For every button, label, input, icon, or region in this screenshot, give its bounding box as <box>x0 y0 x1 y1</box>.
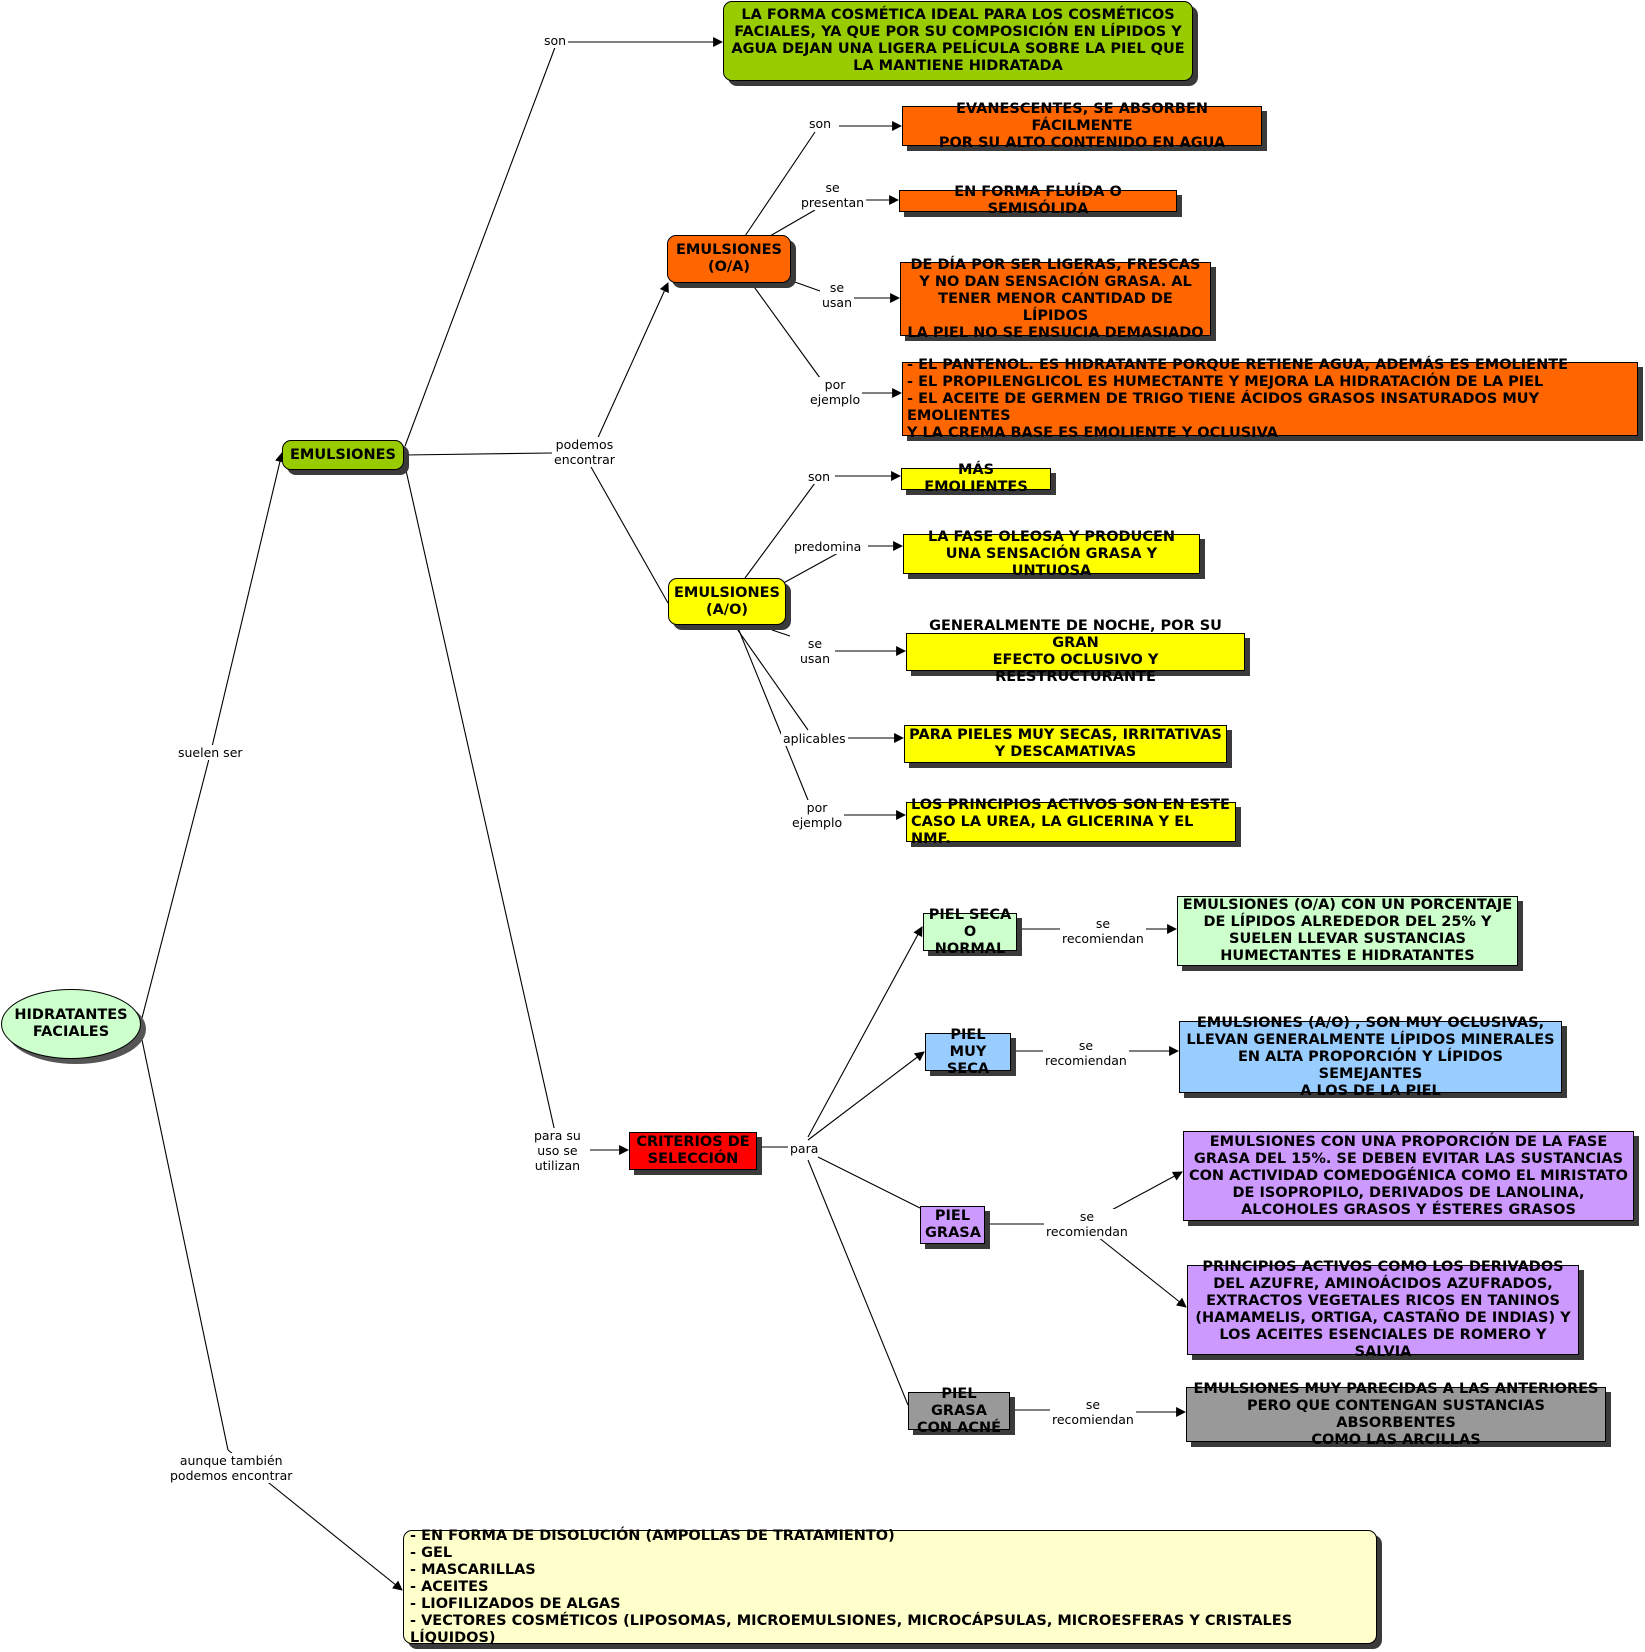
node-oa-presentan-text: EN FORMA FLUÍDA O SEMISÓLIDA <box>954 184 1122 217</box>
node-rec-piel-grasa-acne-text: EMULSIONES MUY PARECIDAS A LAS ANTERIORE… <box>1193 1380 1599 1448</box>
node-otras-formas-text: - EN FORMA DE DISOLUCIÓN (AMPOLLAS DE TR… <box>410 1527 1293 1646</box>
link-label-suelen-ser: suelen ser <box>176 745 245 760</box>
node-piel-seca-normal[interactable]: PIEL SECA O NORMAL <box>923 907 1017 957</box>
link-label-podemos-encontrar: podemos encontrar <box>552 437 617 467</box>
link-label-ao-aplicables: aplicables <box>781 731 848 746</box>
link-label-ao-ejemplo: por ejemplo <box>790 800 845 830</box>
node-ao-son[interactable]: MÁS EMOLIENTES <box>901 462 1051 495</box>
node-oa-son[interactable]: EVANESCENTES, SE ABSORBEN FÁCILMENTE POR… <box>902 101 1262 151</box>
node-piel-muy-seca-text: PIEL MUY SECA <box>946 1026 990 1077</box>
node-oa-ejemplo-text: - EL PANTENOL. ES HIDRATANTE PORQUE RETI… <box>907 356 1569 441</box>
link-label-oa-son: son <box>807 116 834 131</box>
node-piel-seca-normal-text: PIEL SECA O NORMAL <box>928 906 1012 957</box>
node-emulsiones-oa-text: EMULSIONES (O/A) <box>676 242 782 275</box>
node-rec-piel-grasa-1[interactable]: EMULSIONES CON UNA PROPORCIÓN DE LA FASE… <box>1183 1131 1634 1221</box>
node-piel-grasa[interactable]: PIEL GRASA <box>920 1206 985 1244</box>
node-ao-predomina-text: LA FASE OLEOSA Y PRODUCEN UNA SENSACIÓN … <box>927 528 1176 579</box>
node-ao-son-text: MÁS EMOLIENTES <box>924 462 1028 495</box>
node-piel-grasa-text: PIEL GRASA <box>925 1208 981 1241</box>
node-hidratantes-faciales[interactable]: HIDRATANTES FACIALES <box>1 989 141 1059</box>
link-label-para: para <box>788 1141 821 1156</box>
link-label-aunque: aunque también podemos encontrar <box>168 1453 295 1483</box>
node-oa-usan-text: DE DÍA POR SER LIGERAS, FRESCAS Y NO DAN… <box>907 256 1204 341</box>
node-piel-muy-seca[interactable]: PIEL MUY SECA <box>925 1027 1011 1077</box>
link-label-grasa-rec: se recomiendan <box>1044 1209 1130 1239</box>
node-rec-piel-seca[interactable]: EMULSIONES (O/A) CON UN PORCENTAJE DE LÍ… <box>1177 896 1518 966</box>
node-oa-ejemplo[interactable]: - EL PANTENOL. ES HIDRATANTE PORQUE RETI… <box>902 357 1638 441</box>
node-rec-piel-grasa-2-text: PRINCIPIOS ACTIVOS COMO LOS DERIVADOS DE… <box>1195 1259 1571 1360</box>
node-ao-usan-text: GENERALMENTE DE NOCHE, POR SU GRAN EFECT… <box>929 618 1222 685</box>
node-rec-piel-seca-text: EMULSIONES (O/A) CON UN PORCENTAJE DE LÍ… <box>1182 897 1513 964</box>
node-ao-ejemplo[interactable]: LOS PRINCIPIOS ACTIVOS SON EN ESTE CASO … <box>906 797 1236 847</box>
node-ao-aplicables-text: PARA PIELES MUY SECAS, IRRITATIVAS Y DES… <box>909 727 1222 760</box>
node-emulsiones-oa[interactable]: EMULSIONES (O/A) <box>667 235 791 283</box>
node-piel-grasa-acne-text: PIEL GRASA CON ACNÉ <box>916 1385 1002 1436</box>
node-emulsiones-ao-text: EMULSIONES (A/O) <box>674 584 780 618</box>
node-ao-ejemplo-text: LOS PRINCIPIOS ACTIVOS SON EN ESTE CASO … <box>911 796 1230 847</box>
node-ao-usan[interactable]: GENERALMENTE DE NOCHE, POR SU GRAN EFECT… <box>906 618 1245 685</box>
node-criterios-seleccion-text: CRITERIOS DE SELECCIÓN <box>636 1134 750 1167</box>
node-hidratantes-faciales-text: HIDRATANTES FACIALES <box>14 1007 128 1040</box>
node-forma-ideal-text: LA FORMA COSMÉTICA IDEAL PARA LOS COSMÉT… <box>731 7 1185 74</box>
node-rec-piel-grasa-acne[interactable]: EMULSIONES MUY PARECIDAS A LAS ANTERIORE… <box>1186 1381 1606 1448</box>
link-label-para-su-uso: para su uso se utilizan <box>532 1128 583 1173</box>
node-rec-piel-muy-seca-text: EMULSIONES (A/O) , SON MUY OCLUSIVAS, LL… <box>1186 1014 1555 1099</box>
link-label-oa-usan: se usan <box>820 280 855 310</box>
node-oa-son-text: EVANESCENTES, SE ABSORBEN FÁCILMENTE POR… <box>938 100 1226 151</box>
link-label-ao-predomina: predomina <box>792 539 864 554</box>
node-rec-piel-grasa-1-text: EMULSIONES CON UNA PROPORCIÓN DE LA FASE… <box>1188 1133 1629 1218</box>
node-emulsiones-ao[interactable]: EMULSIONES (A/O) <box>668 578 786 625</box>
node-criterios-seleccion[interactable]: CRITERIOS DE SELECCIÓN <box>629 1132 757 1170</box>
node-ao-predomina[interactable]: LA FASE OLEOSA Y PRODUCEN UNA SENSACIÓN … <box>903 529 1200 579</box>
link-label-son-ideal: son <box>542 33 569 48</box>
node-rec-piel-muy-seca[interactable]: EMULSIONES (A/O) , SON MUY OCLUSIVAS, LL… <box>1179 1015 1562 1099</box>
link-label-ao-son: son <box>806 469 833 484</box>
link-label-oa-presentan: se presentan <box>799 180 867 210</box>
node-ao-aplicables[interactable]: PARA PIELES MUY SECAS, IRRITATIVAS Y DES… <box>904 725 1227 763</box>
link-label-oa-ejemplo: por ejemplo <box>808 377 863 407</box>
link-label-muyseca-rec: se recomiendan <box>1043 1038 1129 1068</box>
node-emulsiones[interactable]: EMULSIONES <box>282 440 404 470</box>
link-label-seca-rec: se recomiendan <box>1060 916 1146 946</box>
link-label-ao-usan: se usan <box>798 636 833 666</box>
link-label-acne-rec: se recomiendan <box>1050 1397 1136 1427</box>
node-oa-presentan[interactable]: EN FORMA FLUÍDA O SEMISÓLIDA <box>899 184 1177 217</box>
node-piel-grasa-acne[interactable]: PIEL GRASA CON ACNÉ <box>908 1386 1010 1436</box>
node-oa-usan[interactable]: DE DÍA POR SER LIGERAS, FRESCAS Y NO DAN… <box>900 257 1211 341</box>
node-otras-formas[interactable]: - EN FORMA DE DISOLUCIÓN (AMPOLLAS DE TR… <box>403 1527 1377 1646</box>
node-emulsiones-text: EMULSIONES <box>290 446 396 463</box>
node-rec-piel-grasa-2[interactable]: PRINCIPIOS ACTIVOS COMO LOS DERIVADOS DE… <box>1187 1259 1579 1360</box>
node-forma-ideal[interactable]: LA FORMA COSMÉTICA IDEAL PARA LOS COSMÉT… <box>723 1 1193 81</box>
